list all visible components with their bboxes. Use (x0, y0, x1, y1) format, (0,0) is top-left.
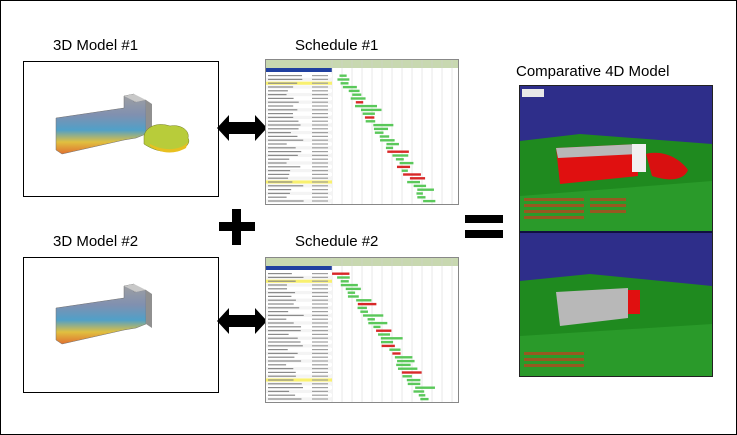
gantt-bar (417, 188, 434, 191)
gantt-bar (416, 192, 423, 195)
model1-panel (23, 61, 219, 197)
model2-render (55, 283, 152, 345)
gantt-bar (396, 165, 411, 169)
gantt-bar (413, 390, 425, 393)
gantt-bar (347, 291, 356, 294)
gantt-bar (389, 348, 401, 351)
gantt-bar (403, 173, 421, 176)
gantt-bar (397, 359, 415, 363)
gantt-bar (407, 180, 421, 184)
gantt-bar (380, 337, 403, 340)
gantt-bar (406, 378, 421, 382)
gantt-bar (373, 123, 394, 127)
gantt-bar (337, 276, 350, 279)
gantt-bar (364, 116, 375, 119)
model2-panel (23, 257, 219, 393)
gantt-bar (380, 340, 394, 344)
gantt-bar (365, 120, 376, 123)
gantt-bar (418, 394, 426, 397)
gantt-bar (345, 287, 361, 291)
gantt-bar (348, 89, 360, 93)
gantt-bar (339, 74, 347, 77)
comparative-4d-render (520, 86, 712, 376)
model1-render (55, 93, 190, 155)
gantt-bar (381, 344, 395, 348)
gantt-bar (350, 97, 366, 100)
comparative-4d-panel (519, 85, 713, 377)
comparative-title: Comparative 4D Model (516, 63, 670, 80)
schedule2-title: Schedule #2 (295, 233, 379, 250)
gantt-bar (337, 78, 350, 81)
gantt-bar (407, 382, 421, 386)
gantt-chart-1 (266, 60, 458, 204)
gantt-bar (355, 101, 364, 104)
gantt-bar (394, 356, 413, 359)
plus-sign (219, 209, 255, 245)
gantt-bar (417, 196, 426, 199)
gantt-bar (340, 280, 349, 283)
gantt-bar (397, 367, 418, 370)
gantt-bar (360, 310, 368, 313)
gantt-bar (368, 321, 388, 325)
gantt-bar (395, 158, 404, 161)
gantt-bar (399, 161, 414, 165)
gantt-bar (396, 363, 411, 367)
gantt-bar (352, 93, 362, 96)
gantt-bar (355, 104, 378, 108)
gantt-bar (387, 150, 409, 153)
double-arrow-icon (217, 115, 267, 141)
gantt-bar (402, 375, 412, 378)
gantt-bar (332, 272, 350, 275)
gantt-bar (374, 131, 384, 134)
model2-title: 3D Model #2 (53, 233, 139, 250)
gantt-bar (423, 199, 436, 203)
gantt-bar (340, 283, 358, 287)
gantt-bar (373, 325, 381, 329)
gantt-bar (363, 314, 384, 317)
gantt-bar (367, 318, 375, 321)
schedule1-gantt (265, 59, 459, 205)
gantt-bar (401, 371, 422, 374)
gantt-bar (380, 139, 395, 142)
gantt-bar (357, 302, 377, 306)
schedule2-gantt (265, 257, 459, 403)
gantt-bar (362, 112, 375, 115)
gantt-bar (378, 333, 391, 336)
gantt-bar (356, 299, 372, 302)
gantt-bar (420, 397, 429, 401)
gantt-bar (357, 306, 367, 310)
gantt-bar (401, 169, 408, 172)
gantt-bar (342, 85, 357, 89)
gantt-bar (415, 386, 435, 389)
gantt-bar (392, 154, 409, 157)
gantt-bar (392, 352, 401, 355)
schedule1-title: Schedule #1 (295, 37, 379, 54)
gantt-bar (386, 142, 399, 146)
gantt-bar (385, 146, 394, 150)
gantt-bar (340, 82, 349, 85)
gantt-bar (360, 108, 382, 112)
double-arrow-icon (217, 308, 267, 334)
equals-sign (465, 215, 503, 238)
gantt-bar (376, 329, 392, 332)
gantt-bar (373, 127, 389, 131)
gantt-chart-2 (266, 258, 458, 402)
gantt-bar (379, 135, 390, 138)
gantt-bar (413, 184, 427, 188)
gantt-bar (409, 177, 426, 180)
gantt-bar (347, 295, 359, 298)
model1-title: 3D Model #1 (53, 37, 139, 54)
